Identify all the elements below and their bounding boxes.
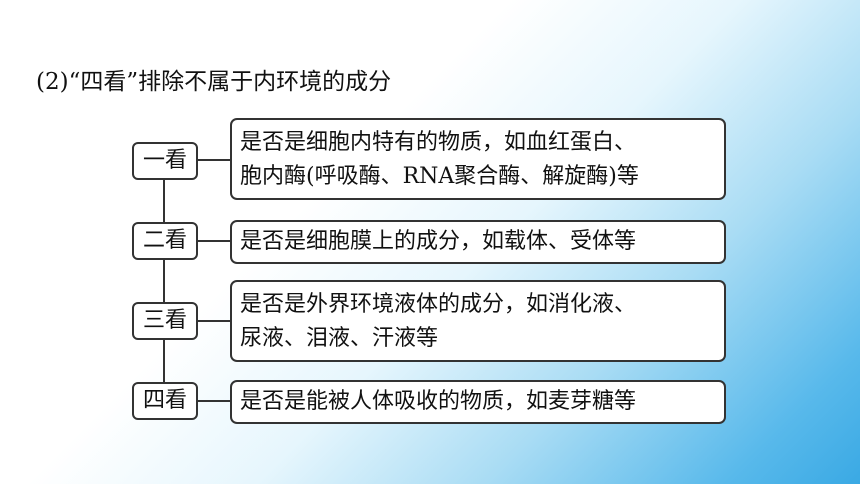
check-label-1: 一看 xyxy=(132,142,198,180)
check-text-3-line-2: 尿液、泪液、汗液等 xyxy=(240,326,439,351)
check-text-3: 是否是外界环境液体的成分，如消化液、 尿液、泪液、汗液等 xyxy=(230,280,726,362)
check-text-4-line-1: 是否是能被人体吸收的物质，如麦芽糖等 xyxy=(240,389,637,414)
check-label-3: 三看 xyxy=(132,302,198,340)
check-text-2-line-1: 是否是细胞膜上的成分，如载体、受体等 xyxy=(240,229,637,254)
check-label-2: 二看 xyxy=(132,222,198,260)
check-text-1-line-2: 胞内酶(呼吸酶、RNA聚合酶、解旋酶)等 xyxy=(240,164,639,189)
check-label-4: 四看 xyxy=(132,382,198,420)
check-text-3-line-1: 是否是外界环境液体的成分，如消化液、 xyxy=(240,292,637,317)
slide-heading: (2)“四看”排除不属于内环境的成分 xyxy=(36,69,392,95)
check-text-2: 是否是细胞膜上的成分，如载体、受体等 xyxy=(230,220,726,264)
check-text-1-line-1: 是否是细胞内特有的物质，如血红蛋白、 xyxy=(240,130,637,155)
check-text-4: 是否是能被人体吸收的物质，如麦芽糖等 xyxy=(230,380,726,424)
check-text-1: 是否是细胞内特有的物质，如血红蛋白、 胞内酶(呼吸酶、RNA聚合酶、解旋酶)等 xyxy=(230,118,726,200)
